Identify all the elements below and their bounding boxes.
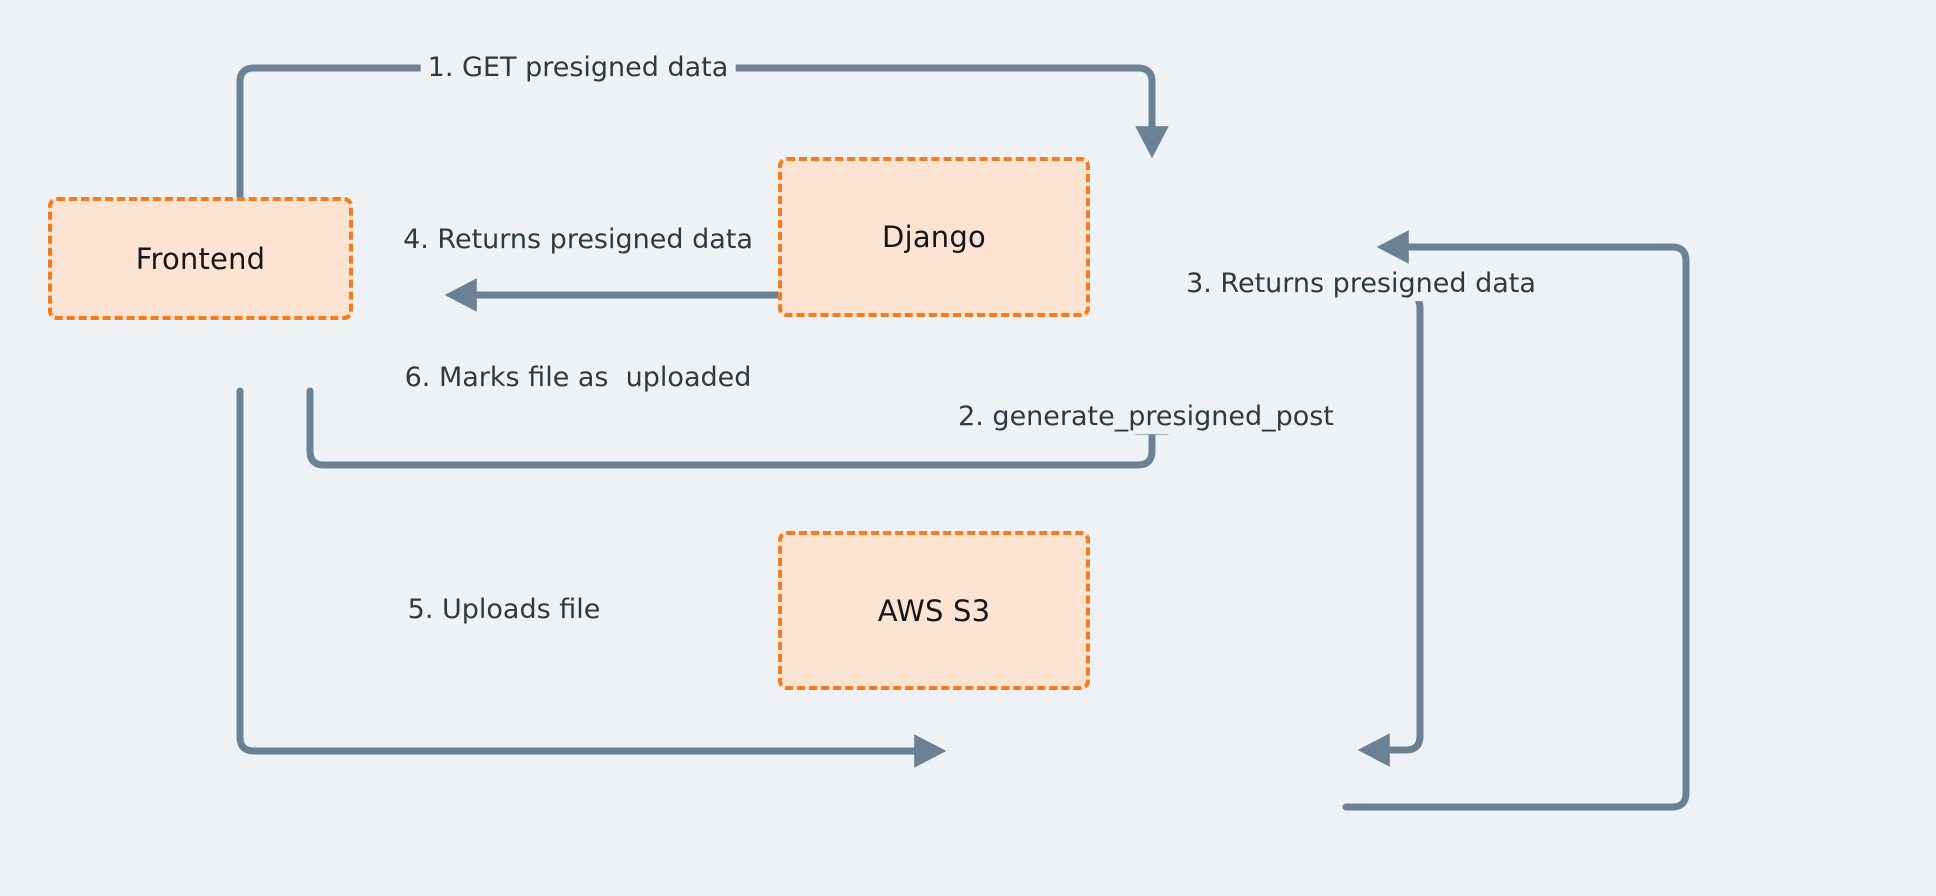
edge-path-3 (1342, 230, 1690, 811)
edge-path-2 (1342, 290, 1424, 767)
edge-path-6 (306, 387, 1169, 469)
node-django[interactable]: Django (778, 157, 1090, 317)
node-aws-s3[interactable]: AWS S3 (778, 531, 1090, 690)
edge-path-5 (236, 387, 947, 768)
edge-label-1: 1. GET presigned data (420, 51, 736, 85)
node-frontend-label: Frontend (135, 241, 266, 276)
edge-label-4: 4. Returns presigned data (396, 223, 760, 257)
node-django-label: Django (882, 220, 986, 254)
node-aws-s3-label: AWS S3 (877, 593, 991, 628)
edge-label-5: 5. Uploads file (400, 593, 608, 627)
node-frontend[interactable]: Frontend (48, 197, 353, 320)
edge-label-2: 2. generate_presigned_post (951, 400, 1341, 434)
edge-label-3: 3. Returns presigned data (1179, 267, 1543, 301)
edge-label-6: 6. Marks file as uploaded (397, 361, 759, 395)
